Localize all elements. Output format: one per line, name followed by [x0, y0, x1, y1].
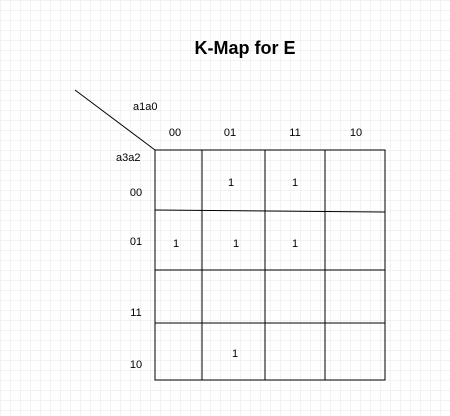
diagonal-line — [74, 89, 156, 151]
row-variables-label: a3a2 — [116, 152, 141, 164]
row-label-11: 11 — [130, 307, 142, 319]
cell-r1-c1: 1 — [232, 238, 240, 250]
row-label-00: 00 — [129, 187, 143, 199]
kmap-border — [154, 149, 386, 381]
row-label-01: 01 — [129, 236, 143, 248]
cell-r0-c1: 1 — [227, 177, 235, 189]
cell-r1-c0: 1 — [172, 238, 180, 250]
cell-r1-c2: 1 — [291, 238, 299, 250]
col-label-11: 11 — [289, 127, 301, 139]
col-variables-label: a1a0 — [133, 101, 158, 113]
row-label-10: 10 — [129, 359, 143, 371]
col-label-01: 01 — [223, 127, 237, 139]
col-label-10: 10 — [349, 127, 363, 139]
kmap-title: K-Map for E — [194, 38, 296, 58]
col-label-00: 00 — [168, 127, 182, 139]
cell-r3-c1: 1 — [231, 348, 239, 360]
cell-r0-c2: 1 — [291, 177, 299, 189]
row-divider-1 — [154, 209, 386, 213]
